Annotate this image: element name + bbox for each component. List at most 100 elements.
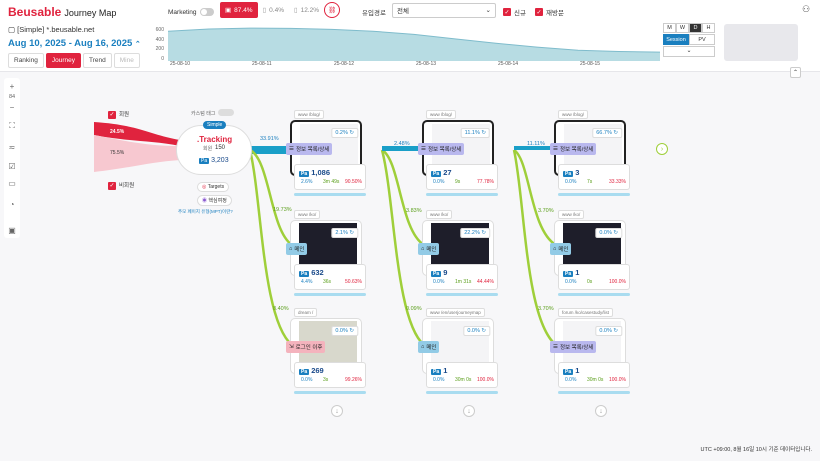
bounce-rate: 44.44% <box>477 279 494 285</box>
project-selector[interactable]: ▢ [Simple] *.beusable.net <box>8 25 95 34</box>
view-tabs: Ranking Journey Trend Mine <box>8 53 140 68</box>
period-month[interactable]: M <box>663 23 676 33</box>
flow-pct: 11.11% <box>527 141 545 147</box>
page-type-icon: ⇲ <box>289 344 294 350</box>
bounce-rate: 50.63% <box>345 279 362 285</box>
monitor-icon: ▣ <box>225 7 232 14</box>
date-range[interactable]: Aug 10, 2025 - Aug 16, 2025 ⌃ <box>8 38 141 49</box>
page-url: forum /ko/casestudy/list <box>558 308 614 317</box>
page-type-label[interactable]: ⌂메인 <box>286 243 308 255</box>
inflow-label: 유입경로 <box>362 10 386 17</box>
page-type-label[interactable]: ⇲로그인 이후 <box>286 341 326 353</box>
inflow-select[interactable]: 전체⌄ <box>392 2 496 18</box>
device-pc-button[interactable]: ▣87.4% <box>220 2 258 18</box>
page-type-label[interactable]: ☰정보 목록/상세 <box>418 143 465 155</box>
refresh-icon: ↻ <box>613 130 618 136</box>
progress-bar <box>558 193 630 196</box>
journey-icon: ◉ <box>202 198 208 204</box>
tracking-title: .Tracking <box>197 135 233 144</box>
simple-badge: Simple <box>203 121 227 129</box>
page-url: www /ko/ <box>294 210 321 219</box>
dwell-time: 3s <box>323 377 329 383</box>
chart-expand-button[interactable]: ⌄ <box>663 46 715 57</box>
bounce-rate: 99.26% <box>345 377 362 383</box>
page-count: Pa 1 <box>563 366 580 375</box>
page-type-label[interactable]: ☰정보 목록/상세 <box>286 143 333 155</box>
return-visitor-checkbox[interactable]: ✓재방문 <box>535 8 564 17</box>
device-mobile-button[interactable]: ▯12.2% <box>294 6 320 15</box>
arrow-down-icon: ↓ <box>467 407 471 415</box>
page-count: Pa 3 <box>563 168 580 177</box>
page-count: Pa 27 <box>431 168 452 177</box>
count-icon: Pa <box>563 271 574 277</box>
tab-ranking[interactable]: Ranking <box>8 53 44 68</box>
targets-button[interactable]: ◎ Targets <box>197 182 230 192</box>
marketing-toggle[interactable]: Marketing <box>168 5 214 19</box>
custom-tag-toggle[interactable] <box>218 109 234 116</box>
refresh-icon: ↻ <box>481 230 486 236</box>
zoom-in-button[interactable]: + <box>9 81 15 91</box>
new-visitor-checkbox[interactable]: ✓신규 <box>503 8 526 17</box>
visits-label: 회원 <box>203 146 213 152</box>
page-type-label[interactable]: ⌂메인 <box>418 341 440 353</box>
period-day[interactable]: D <box>689 23 702 33</box>
revisit-rate: 0.0% <box>433 279 445 285</box>
period-hour[interactable]: H <box>702 23 715 33</box>
page-url: dream / <box>294 308 318 317</box>
filter-icon[interactable]: ≂ <box>8 142 16 152</box>
progress-bar <box>294 391 366 394</box>
tab-trend[interactable]: Trend <box>82 53 112 68</box>
checklist-icon[interactable]: ☑ <box>8 161 16 171</box>
dwell-time: 3m 49s <box>323 179 340 185</box>
period-week[interactable]: W <box>676 23 689 33</box>
page-type-label[interactable]: ⌂메인 <box>418 243 440 255</box>
refresh-icon: ↻ <box>481 130 486 136</box>
session-trend-chart[interactable] <box>168 23 660 61</box>
expand-down-button[interactable]: ↓ <box>463 405 475 417</box>
page-type-label[interactable]: ☰정보 목록/상세 <box>550 341 597 353</box>
progress-bar <box>294 293 366 296</box>
device-tablet-button[interactable]: ▯0.4% <box>262 6 284 15</box>
promo-banner[interactable] <box>724 24 798 61</box>
next-step-button[interactable]: › <box>656 143 668 155</box>
page-type-label[interactable]: ⌂메인 <box>550 243 572 255</box>
tab-mine[interactable]: Mine <box>113 53 140 68</box>
zoom-out-button[interactable]: − <box>9 102 15 112</box>
link-button[interactable]: ⛓ <box>324 2 341 18</box>
page-stats: Pa 1 0.0% 0s 100.0% <box>558 264 630 290</box>
page-stats: Pa 1 0.0% 30m 0s 100.0% <box>426 362 498 388</box>
member-filter[interactable]: ✓회원 <box>108 110 130 119</box>
exit-rate: 0.0% ↻ <box>463 326 490 336</box>
folder-icon[interactable]: ▭ <box>8 178 16 188</box>
page-type-icon: ⌂ <box>553 246 557 252</box>
metric-pv[interactable]: PV <box>689 34 715 45</box>
collapse-button[interactable]: ⌃ <box>790 67 801 78</box>
exit-rate: 2.1% ↻ <box>331 228 358 238</box>
flow-pct: 19.73% <box>273 207 292 213</box>
tab-journey[interactable]: Journey <box>45 53 81 68</box>
page-url: www /blog/ <box>558 110 589 119</box>
metric-session[interactable]: Session <box>663 34 689 45</box>
link-icon: ⛓ <box>328 7 337 14</box>
page-count: Pa 269 <box>299 366 324 375</box>
page-url: www /en/userjourneymap <box>426 308 485 317</box>
revisit-rate: 4.4% <box>301 279 313 285</box>
fit-screen-icon[interactable]: ⛶ <box>9 121 15 130</box>
expand-down-button[interactable]: ↓ <box>595 405 607 417</box>
mpt-help-link[interactable]: 추모 페이지 유형(MPT)이란? <box>178 209 233 214</box>
expand-down-button[interactable]: ↓ <box>331 405 343 417</box>
page-type-label[interactable]: ☰정보 목록/상세 <box>550 143 597 155</box>
page-type-icon: ☰ <box>289 146 294 152</box>
export-icon[interactable]: ▣ <box>8 225 16 235</box>
user-icon[interactable]: ⚇ <box>802 4 811 14</box>
page-stats: Pa 1,086 2.6% 3m 49s 90.50% <box>294 164 366 190</box>
bounce-rate: 100.0% <box>609 279 626 285</box>
core-journey-button[interactable]: ◉ 핵심여정 <box>197 195 232 206</box>
nonmember-filter[interactable]: ✓비회원 <box>108 181 135 190</box>
comment-icon[interactable]: ◔ <box>9 199 15 209</box>
visits-count: 150 <box>215 145 226 151</box>
entry-node[interactable]: Simple .Tracking 회원 150 Pa 3,203 <box>176 121 252 175</box>
period-selector: M W D H <box>663 23 715 33</box>
